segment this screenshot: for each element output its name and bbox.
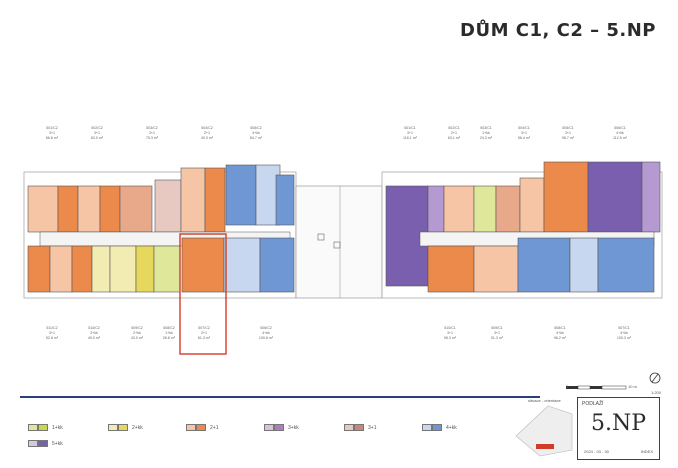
scale-ratio: 1:200 (651, 390, 662, 395)
unit-501-c2b (57, 185, 79, 233)
plan-index: INDEX (640, 449, 653, 454)
unit-501-c2[interactable] (27, 185, 59, 233)
unit-505-c1[interactable] (543, 161, 589, 233)
unit-504-c2b (204, 167, 226, 233)
floor-number: 5.NP (590, 411, 647, 436)
building-c2 (23, 164, 297, 355)
unit-504-c2[interactable] (180, 167, 206, 233)
unit-503-c2b (154, 179, 182, 233)
unit-507-c1[interactable] (597, 237, 655, 293)
unit-503-c2[interactable] (119, 185, 153, 233)
floor-infobox: PODLAŽÍ 5.NP 2024 - 03 - 30 INDEX (577, 397, 660, 460)
situation-minimap (515, 405, 573, 457)
unit-510-c1[interactable] (427, 245, 475, 293)
unit-506-c1[interactable] (587, 161, 643, 233)
unit-511-c2[interactable] (27, 245, 51, 293)
unit-504-c1[interactable] (495, 185, 521, 233)
legend-item-3-1: 3+1 (344, 424, 376, 431)
building-c1 (381, 161, 663, 299)
legend-item-1kk: 1+kk (28, 424, 63, 431)
scale-start: 0 (566, 384, 569, 389)
unit-507-c2[interactable] (181, 237, 225, 293)
legend-item-2-1: 2+1 (186, 424, 218, 431)
podlazi-label: PODLAŽÍ (582, 401, 604, 407)
unit-508-c1[interactable] (517, 237, 571, 293)
unit-508-c2[interactable] (153, 245, 181, 293)
unit-509-c1[interactable] (473, 245, 519, 293)
legend-item-5kk: 5+kk (28, 440, 63, 447)
unit-502-c2b (99, 185, 121, 233)
unit-506-c2[interactable] (223, 237, 261, 293)
north-arrow-icon (649, 372, 661, 384)
legend-item-3kk: 3+kk (264, 424, 299, 431)
connector-roof (295, 185, 383, 299)
scale-bar (566, 385, 627, 390)
legend-item-4kk: 4+kk (422, 424, 457, 431)
legend-item-2kk: 2+kk (108, 424, 143, 431)
unit-510-c2[interactable] (71, 245, 93, 293)
page-title: DŮM C1, C2 – 5.NP (460, 20, 656, 41)
unit-502-c2[interactable] (77, 185, 101, 233)
minimap-label: situace - orientace (528, 398, 561, 403)
legend: 1+kk 2+kk 2+1 3+kk 3+1 4+kk 5+kk (20, 396, 540, 460)
highlight-507-c2 (179, 233, 227, 355)
unit-502-c1[interactable] (443, 185, 475, 233)
unit-503-c1[interactable] (473, 185, 497, 233)
plan-date: 2024 - 03 - 30 (584, 449, 609, 454)
unit-505-c2[interactable] (225, 164, 257, 226)
unit-509-c2[interactable] (109, 245, 137, 293)
scale-end: 10 m (628, 384, 637, 389)
